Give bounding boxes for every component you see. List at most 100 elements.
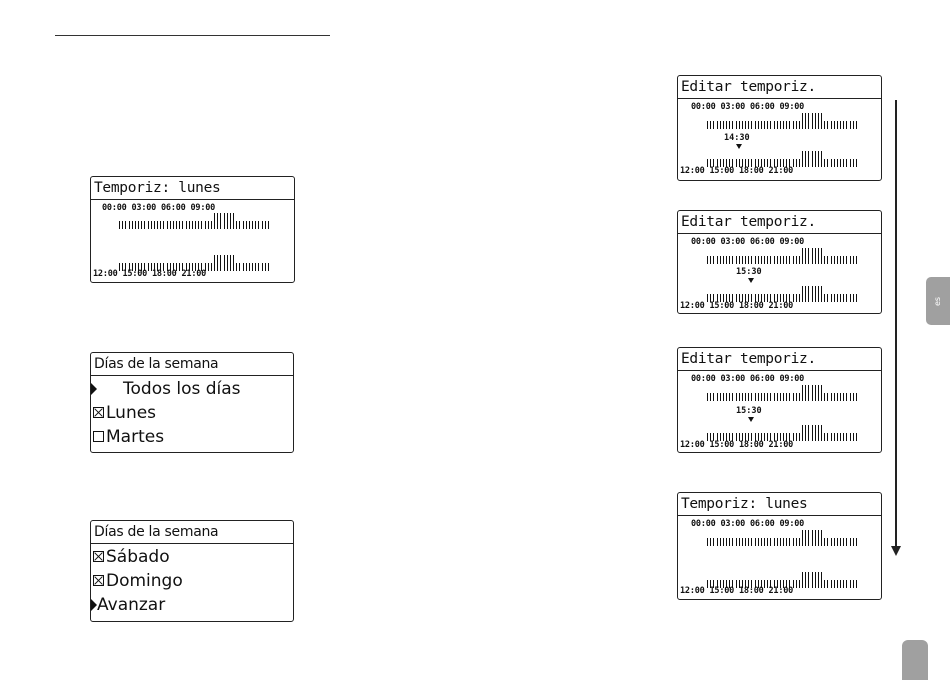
timer-slot <box>773 393 775 401</box>
timer-slot <box>716 294 718 302</box>
timer-slot <box>786 393 788 401</box>
timer-slot <box>732 433 734 441</box>
timer-slot <box>729 538 731 546</box>
timer-slot <box>817 151 819 167</box>
timer-slot <box>814 530 816 546</box>
timer-slot <box>163 221 165 229</box>
checked-box-icon <box>93 407 104 418</box>
timer-slot <box>811 572 813 588</box>
timer-slot <box>836 433 838 441</box>
timer-slot <box>745 538 746 546</box>
timer-slot <box>779 580 781 588</box>
timer-slot <box>722 433 724 441</box>
timer-slot <box>836 538 838 546</box>
timer-slot <box>204 221 206 229</box>
menu-item-avanzar[interactable]: Avanzar <box>91 593 293 617</box>
timer-slot <box>824 121 826 129</box>
timer-slot <box>814 151 816 167</box>
timer-slot <box>726 580 727 588</box>
timer-slot <box>757 256 759 264</box>
timer-slot <box>808 572 810 588</box>
top-time-labels: 00:00 03:00 06:00 09:00 <box>691 519 805 529</box>
bottom-time-labels: 12:00 15:00 18:00 21:00 <box>680 586 794 596</box>
timer-slot <box>767 538 769 546</box>
timer-slot <box>707 256 708 264</box>
timer-slot <box>840 393 841 401</box>
timer-slot <box>840 256 841 264</box>
timer-slot <box>776 294 778 302</box>
menu-item-lunes[interactable]: Lunes <box>91 401 293 425</box>
timer-slot <box>710 393 712 401</box>
timer-slot <box>248 221 250 229</box>
timer-slot <box>792 580 794 588</box>
timer-slot <box>716 433 718 441</box>
weekday-menu-2: Días de la semana Sábado Domingo Avanzar <box>90 520 294 622</box>
timer-slot <box>802 572 803 588</box>
timer-slot <box>783 538 784 546</box>
timer-slot <box>833 393 835 401</box>
menu-item-domingo[interactable]: Domingo <box>91 569 293 593</box>
timer-slot <box>748 294 750 302</box>
timer-slot <box>811 530 813 546</box>
timer-slot <box>738 294 740 302</box>
top-bars <box>707 530 859 546</box>
timer-slot <box>741 256 743 264</box>
timer-slot <box>722 294 724 302</box>
display-title: Temporiz: lunes <box>678 493 881 516</box>
timer-slot <box>719 538 721 546</box>
timer-slot <box>770 433 772 441</box>
cursor-icon <box>91 383 97 395</box>
timer-slot <box>795 433 797 441</box>
timer-slot <box>817 425 819 441</box>
timer-slot <box>745 294 746 302</box>
timer-slot <box>802 113 803 129</box>
timer-slot <box>751 538 753 546</box>
timer-slot <box>770 580 772 588</box>
timer-slot <box>751 256 753 264</box>
timer-slot <box>783 580 784 588</box>
timer-slot <box>824 580 826 588</box>
timer-slot <box>767 433 769 441</box>
timer-slot <box>849 538 851 546</box>
menu-item-martes[interactable]: Martes <box>91 425 293 449</box>
timer-slot <box>729 433 731 441</box>
timer-slot <box>751 294 753 302</box>
timer-slot <box>261 263 263 271</box>
timer-display-left: Temporiz: lunes 00:00 03:00 06:00 09:00 … <box>90 176 295 283</box>
timer-slot <box>846 294 848 302</box>
timer-slot <box>767 294 769 302</box>
timer-slot <box>802 385 803 401</box>
timer-slot <box>808 425 810 441</box>
timer-slot <box>748 256 750 264</box>
timer-slot <box>798 159 800 167</box>
timer-slot <box>157 263 158 271</box>
timer-slot <box>773 256 775 264</box>
timer-slot <box>163 263 165 271</box>
timer-slot <box>738 121 740 129</box>
menu-title: Días de la semana <box>91 521 293 544</box>
timer-slot <box>738 159 740 167</box>
bottom-bars <box>119 255 271 271</box>
timer-slot <box>776 433 778 441</box>
timer-slot <box>229 255 231 271</box>
timer-slot <box>849 159 851 167</box>
timer-slot <box>811 151 813 167</box>
timer-slot <box>814 425 816 441</box>
bottom-time-labels: 12:00 15:00 18:00 21:00 <box>93 269 207 279</box>
timer-slot <box>710 433 712 441</box>
timer-slot <box>849 580 851 588</box>
timer-slot <box>729 256 731 264</box>
menu-item-label: Todos los días <box>123 379 241 399</box>
timer-slot <box>125 221 127 229</box>
timer-slot <box>245 221 247 229</box>
menu-item-todos[interactable]: Todos los días <box>91 377 293 401</box>
timer-slot <box>827 256 829 264</box>
timer-slot <box>153 263 155 271</box>
timer-slot <box>789 580 791 588</box>
timer-slot <box>805 385 807 401</box>
timer-slot <box>764 433 765 441</box>
menu-item-sabado[interactable]: Sábado <box>91 545 293 569</box>
timer-slot <box>153 221 155 229</box>
timer-slot <box>713 256 715 264</box>
timer-slot <box>217 213 219 229</box>
